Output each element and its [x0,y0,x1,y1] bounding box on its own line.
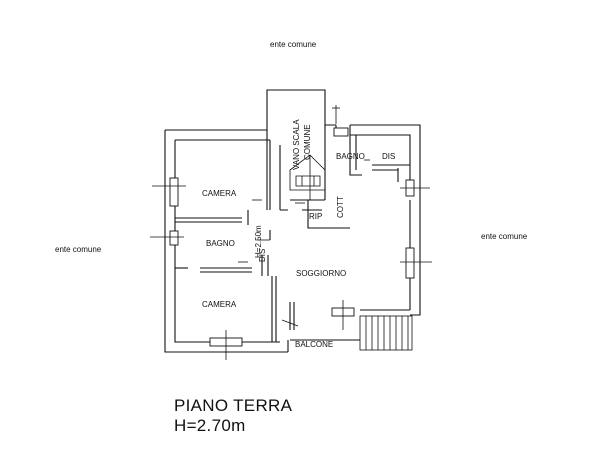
room-camera-bottom: CAMERA [202,300,237,309]
room-soggiorno: SOGGIORNO [296,269,346,278]
room-vano-scala: VANO SCALA [292,119,301,170]
stair-symbol [289,154,326,200]
room-vano-scala-comune: COMUNE [303,124,312,160]
outer-walls [164,89,421,353]
plan-title: PIANO TERRA [174,396,293,415]
door-marks [238,107,370,327]
room-rip: RIP [309,212,322,221]
window-camera-top [169,177,179,207]
room-dis-left: DIS [258,249,267,262]
window-stair [333,127,349,137]
room-cott: COTT [336,196,345,218]
room-height-note: H=2.50m [254,225,263,258]
neighbor-right-label: ente comune [481,232,528,241]
plan-height: H=2.70m [174,416,246,435]
window-bagno-left [169,230,179,246]
room-camera-top: CAMERA [202,189,237,198]
windows [150,105,432,360]
room-dis-right: DIS [382,152,395,161]
room-balcone: BALCONE [295,340,333,349]
window-soggiorno [405,247,415,279]
interior-walls [175,125,410,352]
neighbor-top-label: ente comune [270,40,317,49]
balcony-steps [359,315,413,351]
neighbor-left-label: ente comune [55,245,102,254]
room-bagno-left: BAGNO [206,239,235,248]
room-bagno-right: BAGNO [336,152,365,161]
